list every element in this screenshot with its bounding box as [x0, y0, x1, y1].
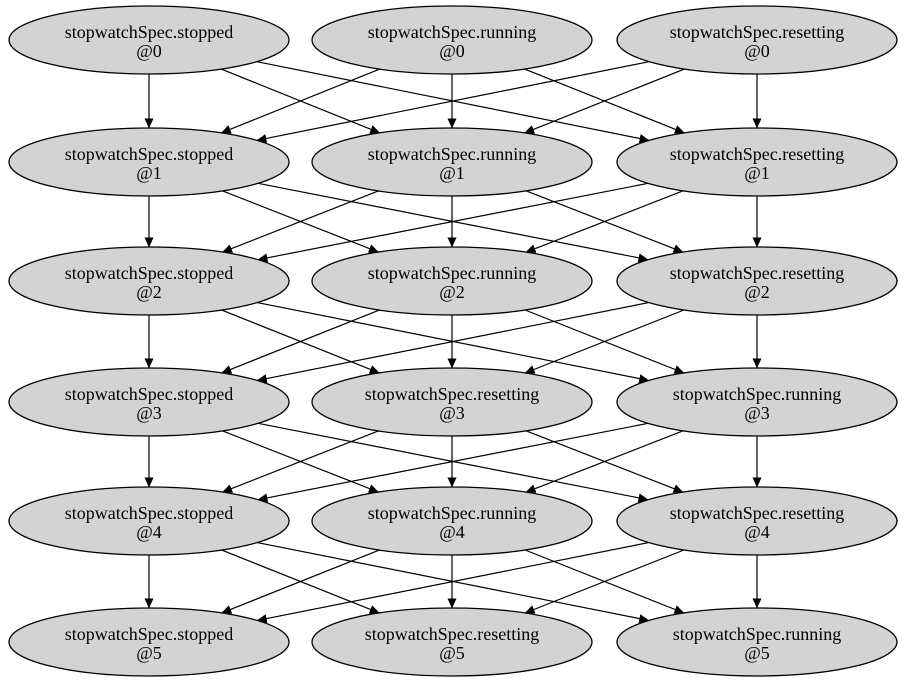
- edge-running-3-to-running-4: [525, 430, 684, 493]
- edge-resetting-2-to-stopped-3: [256, 301, 649, 384]
- node-label-line1: stopwatchSpec.running: [368, 263, 536, 283]
- node-label-line2: @3: [439, 403, 465, 423]
- node-label-line1: stopwatchSpec.resetting: [365, 384, 539, 404]
- node-running-0: stopwatchSpec.running@0: [311, 5, 593, 75]
- edges-layer: [144, 61, 762, 624]
- edge-running-1-to-stopped-2: [222, 190, 379, 253]
- node-label-line2: @3: [136, 403, 162, 423]
- node-label-line1: stopwatchSpec.resetting: [670, 22, 844, 42]
- node-ellipse: [311, 127, 593, 197]
- node-label-line1: stopwatchSpec.running: [673, 384, 841, 404]
- node-label-line1: stopwatchSpec.stopped: [65, 144, 233, 164]
- node-label-line2: @1: [136, 163, 162, 183]
- node-stopped-2: stopwatchSpec.stopped@2: [8, 246, 290, 316]
- node-label-line1: stopwatchSpec.running: [368, 503, 536, 523]
- node-ellipse: [8, 246, 290, 316]
- node-stopped-3: stopwatchSpec.stopped@3: [8, 367, 290, 437]
- node-label-line2: @5: [744, 643, 770, 663]
- node-label-line2: @0: [439, 41, 465, 61]
- node-ellipse: [616, 367, 898, 437]
- node-stopped-5: stopwatchSpec.stopped@5: [8, 607, 290, 677]
- node-resetting-2: stopwatchSpec.resetting@2: [616, 246, 898, 316]
- edge-resetting-2-to-resetting-3: [524, 309, 685, 374]
- node-running-5: stopwatchSpec.running@5: [616, 607, 898, 677]
- node-label-line1: stopwatchSpec.running: [673, 624, 841, 644]
- node-label-line2: @1: [744, 163, 770, 183]
- edge-resetting-3-to-stopped-4: [222, 430, 379, 493]
- node-running-2: stopwatchSpec.running@2: [311, 246, 593, 316]
- node-ellipse: [8, 367, 290, 437]
- node-resetting-4: stopwatchSpec.resetting@4: [616, 486, 898, 556]
- node-stopped-0: stopwatchSpec.stopped@0: [8, 5, 290, 75]
- node-label-line1: stopwatchSpec.stopped: [65, 22, 233, 42]
- node-running-4: stopwatchSpec.running@4: [311, 486, 593, 556]
- node-ellipse: [616, 486, 898, 556]
- node-label-line1: stopwatchSpec.running: [368, 144, 536, 164]
- edge-running-2-to-stopped-3: [221, 309, 380, 374]
- node-label-line1: stopwatchSpec.stopped: [65, 624, 233, 644]
- node-ellipse: [8, 127, 290, 197]
- node-label-line1: stopwatchSpec.running: [368, 22, 536, 42]
- node-label-line1: stopwatchSpec.stopped: [65, 503, 233, 523]
- node-label-line1: stopwatchSpec.resetting: [670, 263, 844, 283]
- node-resetting-3: stopwatchSpec.resetting@3: [311, 367, 593, 437]
- node-label-line2: @1: [439, 163, 465, 183]
- edge-resetting-4-to-stopped-5: [256, 541, 649, 624]
- node-label-line2: @4: [744, 522, 770, 542]
- node-label-line2: @0: [136, 41, 162, 61]
- edge-resetting-0-to-running-1: [524, 68, 685, 134]
- node-label-line1: stopwatchSpec.stopped: [65, 384, 233, 404]
- node-label-line2: @2: [136, 282, 162, 302]
- node-stopped-1: stopwatchSpec.stopped@1: [8, 127, 290, 197]
- node-label-line1: stopwatchSpec.stopped: [65, 263, 233, 283]
- node-ellipse: [8, 5, 290, 75]
- node-ellipse: [311, 5, 593, 75]
- node-label-line1: stopwatchSpec.resetting: [365, 624, 539, 644]
- edge-resetting-1-to-stopped-2: [257, 182, 649, 263]
- edge-resetting-1-to-running-2: [525, 190, 684, 253]
- node-label-line1: stopwatchSpec.resetting: [670, 144, 844, 164]
- node-ellipse: [311, 246, 593, 316]
- node-ellipse: [8, 486, 290, 556]
- node-running-3: stopwatchSpec.running@3: [616, 367, 898, 437]
- node-ellipse: [311, 486, 593, 556]
- node-label-line2: @0: [744, 41, 770, 61]
- node-ellipse: [616, 246, 898, 316]
- node-label-line2: @3: [744, 403, 770, 423]
- edge-running-0-to-stopped-1: [220, 68, 380, 134]
- node-label-line1: stopwatchSpec.resetting: [670, 503, 844, 523]
- node-ellipse: [311, 607, 593, 677]
- node-ellipse: [616, 607, 898, 677]
- node-label-line2: @5: [136, 643, 162, 663]
- node-stopped-4: stopwatchSpec.stopped@4: [8, 486, 290, 556]
- node-label-line2: @2: [439, 282, 465, 302]
- node-resetting-1: stopwatchSpec.resetting@1: [616, 127, 898, 197]
- edge-resetting-0-to-stopped-1: [256, 61, 650, 143]
- edge-running-4-to-stopped-5: [221, 549, 380, 614]
- edge-running-3-to-stopped-4: [257, 422, 649, 503]
- nodes-layer: stopwatchSpec.stopped@0stopwatchSpec.run…: [8, 5, 898, 677]
- node-label-line2: @5: [439, 643, 465, 663]
- edge-resetting-4-to-resetting-5: [524, 549, 685, 614]
- node-label-line2: @4: [439, 522, 465, 542]
- node-ellipse: [616, 127, 898, 197]
- node-resetting-5: stopwatchSpec.resetting@5: [311, 607, 593, 677]
- node-label-line2: @2: [744, 282, 770, 302]
- node-label-line2: @4: [136, 522, 162, 542]
- node-running-1: stopwatchSpec.running@1: [311, 127, 593, 197]
- node-ellipse: [616, 5, 898, 75]
- node-ellipse: [8, 607, 290, 677]
- node-ellipse: [311, 367, 593, 437]
- node-resetting-0: stopwatchSpec.resetting@0: [616, 5, 898, 75]
